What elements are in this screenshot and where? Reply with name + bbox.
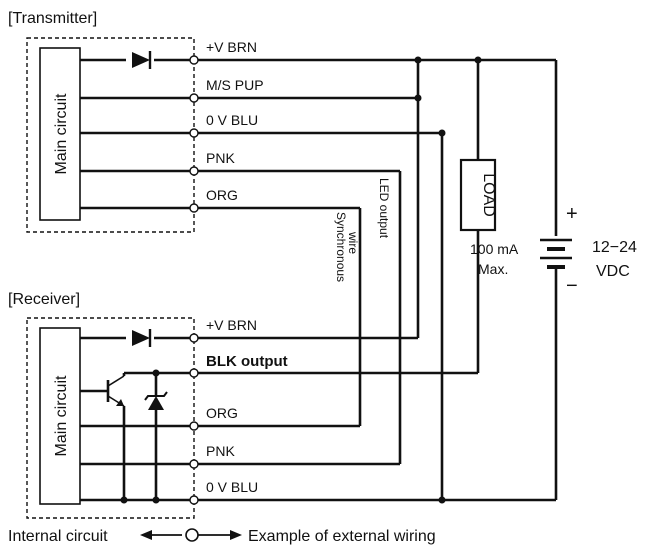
receiver-main-circuit-box [39, 327, 81, 505]
supply-minus: − [566, 275, 578, 297]
transmitter-main-circuit-label: Main circuit [53, 93, 70, 174]
zener-diode [144, 391, 168, 410]
led-output-label: LED output [377, 178, 391, 239]
load-current: 100 mA [470, 241, 519, 257]
receiver-diode [132, 329, 152, 347]
transmitter-terminal-pup: M/S PUP [206, 77, 264, 93]
receiver-title: [Receiver] [8, 291, 80, 308]
transmitter-title: [Transmitter] [8, 10, 97, 27]
transmitter-diode [132, 51, 152, 69]
transmitter-terminal-blu: 0 V BLU [206, 112, 258, 128]
transmitter-terminal-pnk: PNK [206, 150, 235, 166]
legend-external-wiring: Example of external wiring [248, 528, 436, 545]
receiver-terminal-blk: BLK output [206, 353, 288, 370]
receiver-terminal-org: ORG [206, 405, 238, 421]
supply-plus: + [566, 203, 578, 225]
terminal-circles [189, 55, 199, 505]
supply-voltage: 12−24 [592, 239, 637, 256]
dc-supply-battery [540, 238, 572, 269]
transmitter-terminal-org: ORG [206, 187, 238, 203]
transmitter-boundary [26, 37, 195, 233]
receiver-boundary [26, 317, 195, 519]
supply-unit: VDC [596, 263, 630, 280]
synchronous-label-line1: Synchronous [334, 212, 348, 282]
legend-arrow [140, 528, 242, 542]
receiver-terminal-brn: +V BRN [206, 317, 257, 333]
load-max: Max. [478, 261, 508, 277]
receiver-terminal-blu: 0 V BLU [206, 479, 258, 495]
legend-internal-circuit: Internal circuit [8, 528, 108, 545]
output-transistor [80, 373, 126, 500]
load-box [459, 158, 497, 232]
transmitter-terminal-brn: +V BRN [206, 39, 257, 55]
load-label: LOAD [480, 173, 497, 217]
receiver-main-circuit-label: Main circuit [53, 375, 70, 456]
receiver-terminal-pnk: PNK [206, 443, 235, 459]
synchronous-label-line2: wire [346, 231, 360, 254]
